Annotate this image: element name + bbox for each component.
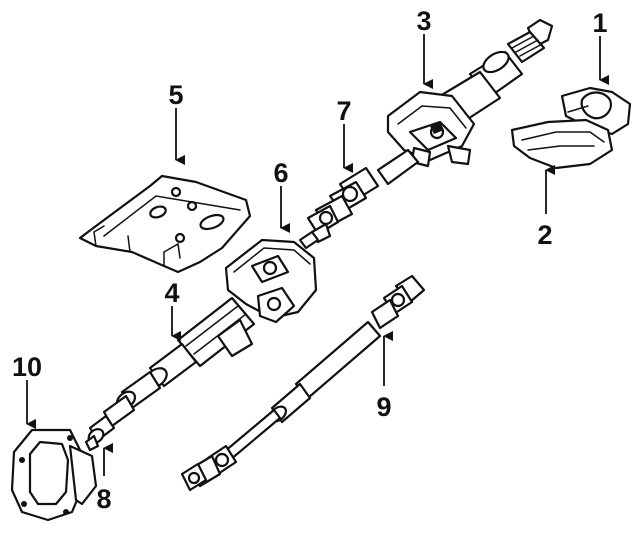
callout-3: 3 [416, 6, 431, 36]
callout-5: 5 [168, 80, 183, 110]
part-6-column-bracket [224, 230, 320, 324]
part-8-end-bearing [84, 414, 116, 452]
callout-10: 10 [12, 352, 42, 382]
part-4-lower-column [102, 296, 256, 428]
part-7-upper-u-joint [306, 166, 380, 244]
callout-leaders [26, 34, 609, 476]
part-5-mounting-bracket [78, 174, 252, 274]
callout-6: 6 [273, 158, 288, 188]
callout-1: 1 [592, 8, 607, 38]
callout-7: 7 [336, 96, 351, 126]
part-3-upper-column [376, 18, 554, 186]
part-2-column-cover-lower [510, 118, 614, 170]
callout-4: 4 [164, 278, 179, 308]
part-10-boot-seal [10, 428, 98, 522]
callout-8: 8 [96, 484, 111, 514]
part-9-intermediate-shaft [180, 274, 426, 492]
callout-2: 2 [537, 220, 552, 250]
callout-labels: 1 2 3 4 5 6 7 8 9 10 [12, 6, 608, 514]
callout-9: 9 [376, 392, 391, 422]
